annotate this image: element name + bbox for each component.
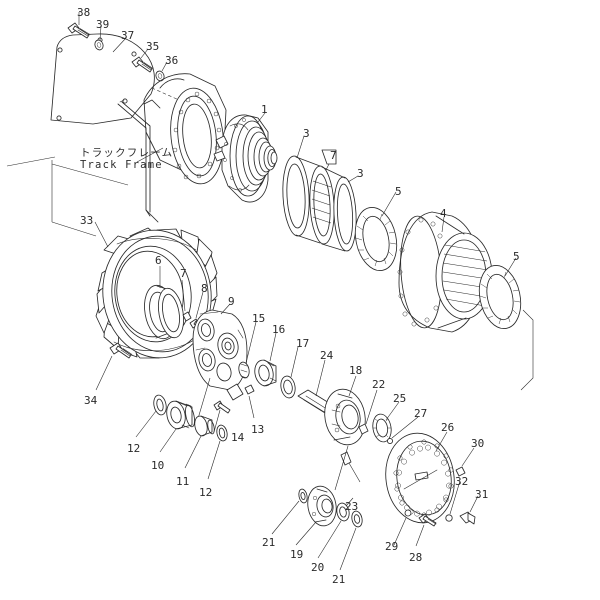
roller-bearing-10	[166, 400, 195, 430]
bearing-cone-left	[354, 206, 398, 272]
callout-thrust-washer-a: 12	[127, 442, 141, 455]
bolt-38-icon	[67, 22, 91, 39]
callout-sprocket-hub: 4	[440, 207, 447, 220]
planetary-carrier	[192, 309, 248, 391]
annotation-track-frame-en: Track Frame	[80, 159, 163, 171]
plug-30	[455, 466, 466, 477]
callout-carrier-plate: 18	[349, 364, 363, 377]
callout-bearing-roller: 10	[151, 459, 165, 472]
callout-washer: 32	[455, 475, 469, 488]
sun-gear-assembly	[307, 485, 337, 527]
dowel-22	[358, 423, 369, 435]
callout-mounting-bolt: 34	[84, 394, 98, 407]
sprocket-hub	[397, 211, 493, 333]
callout-bolt-hex: 28	[409, 551, 423, 564]
callout-pin-small: 27	[414, 407, 428, 420]
callout-o-ring: 17	[296, 337, 310, 350]
callout-floating-seal: 7	[330, 149, 337, 162]
callout-bolt-upper: 38	[77, 6, 91, 19]
washer-12a	[153, 394, 167, 416]
callout-sun-gear: 19	[290, 548, 304, 561]
callout-pin: 7	[180, 267, 187, 280]
washer-29	[404, 509, 412, 517]
callout-washer-small: 14	[231, 431, 245, 444]
callout-pin-dowel: 22	[372, 378, 386, 391]
o-ring-17	[280, 375, 296, 399]
callout-cover-plate: 37	[121, 29, 135, 42]
bolt-35-icon	[131, 56, 154, 73]
callout-seal-ring-outer: 3	[303, 127, 310, 140]
washer-12b	[216, 424, 228, 442]
bearing-cone-right	[478, 264, 522, 330]
travel-motor-assembly	[213, 114, 278, 203]
callout-bearing-cone-left: 5	[395, 185, 402, 198]
callout-washer-upper: 39	[96, 18, 110, 31]
callout-snap-ring: 25	[393, 392, 407, 405]
pin-27	[386, 437, 394, 445]
washer-32	[445, 514, 453, 522]
callout-planetary-carrier: 9	[228, 295, 235, 308]
callout-shaft: 24	[320, 349, 334, 362]
nut-21	[351, 510, 363, 528]
ring-gear-26	[385, 432, 455, 524]
callout-bearing-cone-right: 5	[513, 250, 520, 263]
callout-seal-ring-inner: 3	[357, 167, 364, 180]
seal-ring-assembly	[282, 155, 357, 252]
washer-19	[298, 488, 308, 504]
bolt-lower-carrier-icon	[213, 400, 231, 414]
callout-travel-motor-assembly: 1	[261, 103, 268, 116]
bearing-20	[336, 502, 350, 522]
callout-planet-gear: 16	[272, 323, 286, 336]
spacer-13-icon	[226, 383, 244, 401]
bolt-34-icon	[109, 342, 133, 359]
callout-nut-b: 21	[332, 573, 346, 586]
callout-retainer: 23	[345, 500, 359, 513]
callout-bolt-cover: 35	[146, 40, 160, 53]
callout-pin-roll: 13	[251, 423, 265, 436]
callout-thrust-washer: 15	[252, 312, 266, 325]
seal-ring-6	[144, 284, 185, 340]
spacer-11	[194, 415, 215, 437]
callout-bolt-socket: 31	[475, 488, 489, 501]
pin-7-icon	[182, 311, 192, 322]
callout-sprocket-wheel: 33	[80, 214, 94, 227]
callout-spring-washer: 29	[385, 540, 399, 553]
callout-bearing: 20	[311, 561, 325, 574]
planet-gear-16	[254, 359, 277, 387]
callout-seal-ring: 6	[155, 254, 162, 267]
carrier-plate-18	[324, 388, 366, 446]
callout-washer-cover: 36	[165, 54, 179, 67]
callout-plug: 30	[471, 437, 485, 450]
bolt-28-icon	[418, 513, 437, 527]
bolt-31-icon	[459, 511, 476, 525]
callout-ring-gear: 26	[441, 421, 455, 434]
callout-nut-a: 21	[262, 536, 276, 549]
annotation-track-frame-jp: トラックフレーム	[80, 147, 174, 159]
track-frame-housing	[117, 73, 227, 223]
sprocket-wheel	[95, 227, 218, 359]
callout-bolt: 8	[201, 282, 208, 295]
callout-thrust-washer-b: 12	[199, 486, 213, 499]
callout-spacer: 11	[176, 475, 190, 488]
